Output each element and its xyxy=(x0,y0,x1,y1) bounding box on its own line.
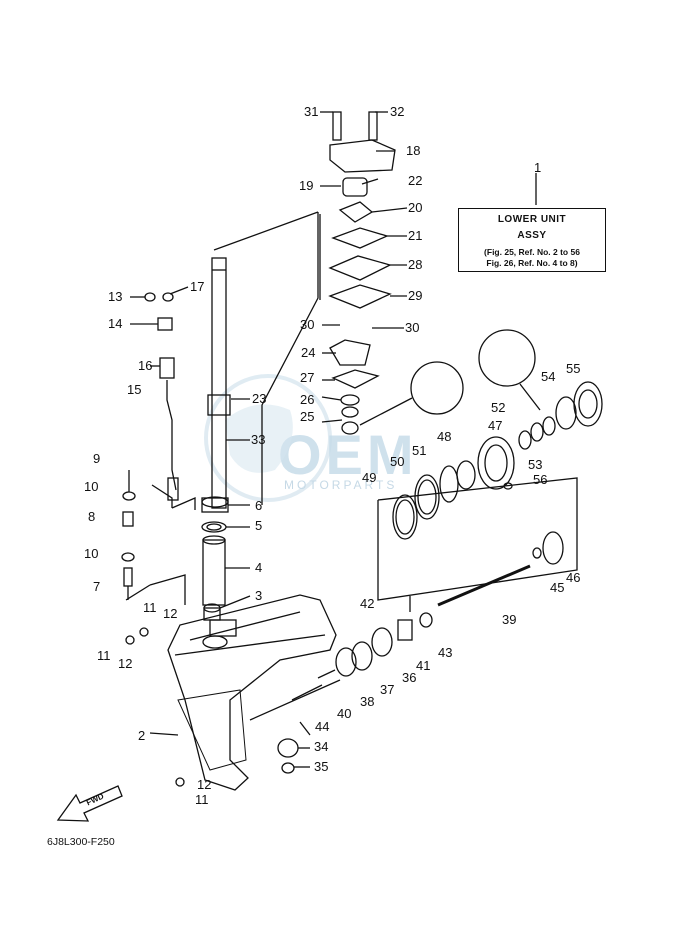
callout-number: 12 xyxy=(118,656,132,671)
callout-number: 13 xyxy=(108,289,122,304)
callout-number: 27 xyxy=(300,370,314,385)
callout-number: 12 xyxy=(163,606,177,621)
callout-number: 32 xyxy=(390,104,404,119)
callout-number: 36 xyxy=(402,670,416,685)
callout-number: 49 xyxy=(362,470,376,485)
callout-number: 5 xyxy=(255,518,262,533)
watermark-globe xyxy=(204,374,332,502)
callout-number: 50 xyxy=(390,454,404,469)
lower-unit-housing xyxy=(167,594,337,791)
callout-number: 11 xyxy=(143,600,157,615)
callout-number: 2 xyxy=(138,728,145,743)
callout-number: 34 xyxy=(314,739,328,754)
callout-number: 1 xyxy=(534,160,541,175)
callout-number: 53 xyxy=(528,457,542,472)
callout-number: 3 xyxy=(255,588,262,603)
callout-number: 23 xyxy=(252,391,266,406)
callout-number: 47 xyxy=(488,418,502,433)
callout-number: 38 xyxy=(360,694,374,709)
diagram-code: 6J8L300-F250 xyxy=(47,836,115,848)
callout-number: 17 xyxy=(190,279,204,294)
callout-number: 22 xyxy=(408,173,422,188)
callout-number: 11 xyxy=(97,648,111,663)
callout-number: 19 xyxy=(299,178,313,193)
callout-number: 4 xyxy=(255,560,262,575)
fwd-arrow-icon xyxy=(56,785,123,822)
callout-number: 37 xyxy=(380,682,394,697)
callout-number: 12 xyxy=(197,777,211,792)
callout-number: 25 xyxy=(300,409,314,424)
callout-number: 39 xyxy=(502,612,516,627)
callout-number: 45 xyxy=(550,580,564,595)
box-line-1: LOWER UNIT xyxy=(497,214,567,225)
callout-number: 31 xyxy=(304,104,318,119)
callout-number: 29 xyxy=(408,288,422,303)
callout-number: 16 xyxy=(138,358,152,373)
callout-number: 41 xyxy=(416,658,430,673)
callout-number: 46 xyxy=(566,570,580,585)
callout-number: 56 xyxy=(533,472,547,487)
callout-number: 52 xyxy=(491,400,505,415)
callout-number: 30 xyxy=(405,320,419,335)
drive-shaft xyxy=(211,257,227,509)
callout-number: 21 xyxy=(408,228,422,243)
callout-number: 14 xyxy=(108,316,122,331)
callout-number: 40 xyxy=(337,706,351,721)
callout-number: 28 xyxy=(408,257,422,272)
callout-number: 11 xyxy=(195,792,209,807)
callout-number: 33 xyxy=(251,432,265,447)
callout-number: 15 xyxy=(127,382,141,397)
callout-number: 7 xyxy=(93,579,100,594)
callout-number: 9 xyxy=(93,451,100,466)
callout-number: 55 xyxy=(566,361,580,376)
box-line-4: Fig. 26, Ref. No. 4 to 8) xyxy=(486,258,578,268)
callout-number: 18 xyxy=(406,143,420,158)
callout-number: 51 xyxy=(412,443,426,458)
callout-number: 6 xyxy=(255,498,262,513)
callout-number: 30 xyxy=(300,317,314,332)
callout-number: 20 xyxy=(408,200,422,215)
callout-number: 24 xyxy=(301,345,315,360)
callout-number: 44 xyxy=(315,719,329,734)
callout-number: 54 xyxy=(541,369,555,384)
callout-number: 35 xyxy=(314,759,328,774)
lower-unit-assy-label-box: LOWER UNIT ASSY (Fig. 25, Ref. No. 2 to … xyxy=(458,208,606,272)
callout-number: 10 xyxy=(84,546,98,561)
box-line-2: ASSY xyxy=(517,230,547,241)
callout-number: 42 xyxy=(360,596,374,611)
box-line-3: (Fig. 25, Ref. No. 2 to 56 xyxy=(484,247,580,257)
callout-number: 10 xyxy=(84,479,98,494)
callout-number: 26 xyxy=(300,392,314,407)
guide-line xyxy=(213,211,319,251)
callout-number: 43 xyxy=(438,645,452,660)
callout-number: 8 xyxy=(88,509,95,524)
callout-number: 48 xyxy=(437,429,451,444)
